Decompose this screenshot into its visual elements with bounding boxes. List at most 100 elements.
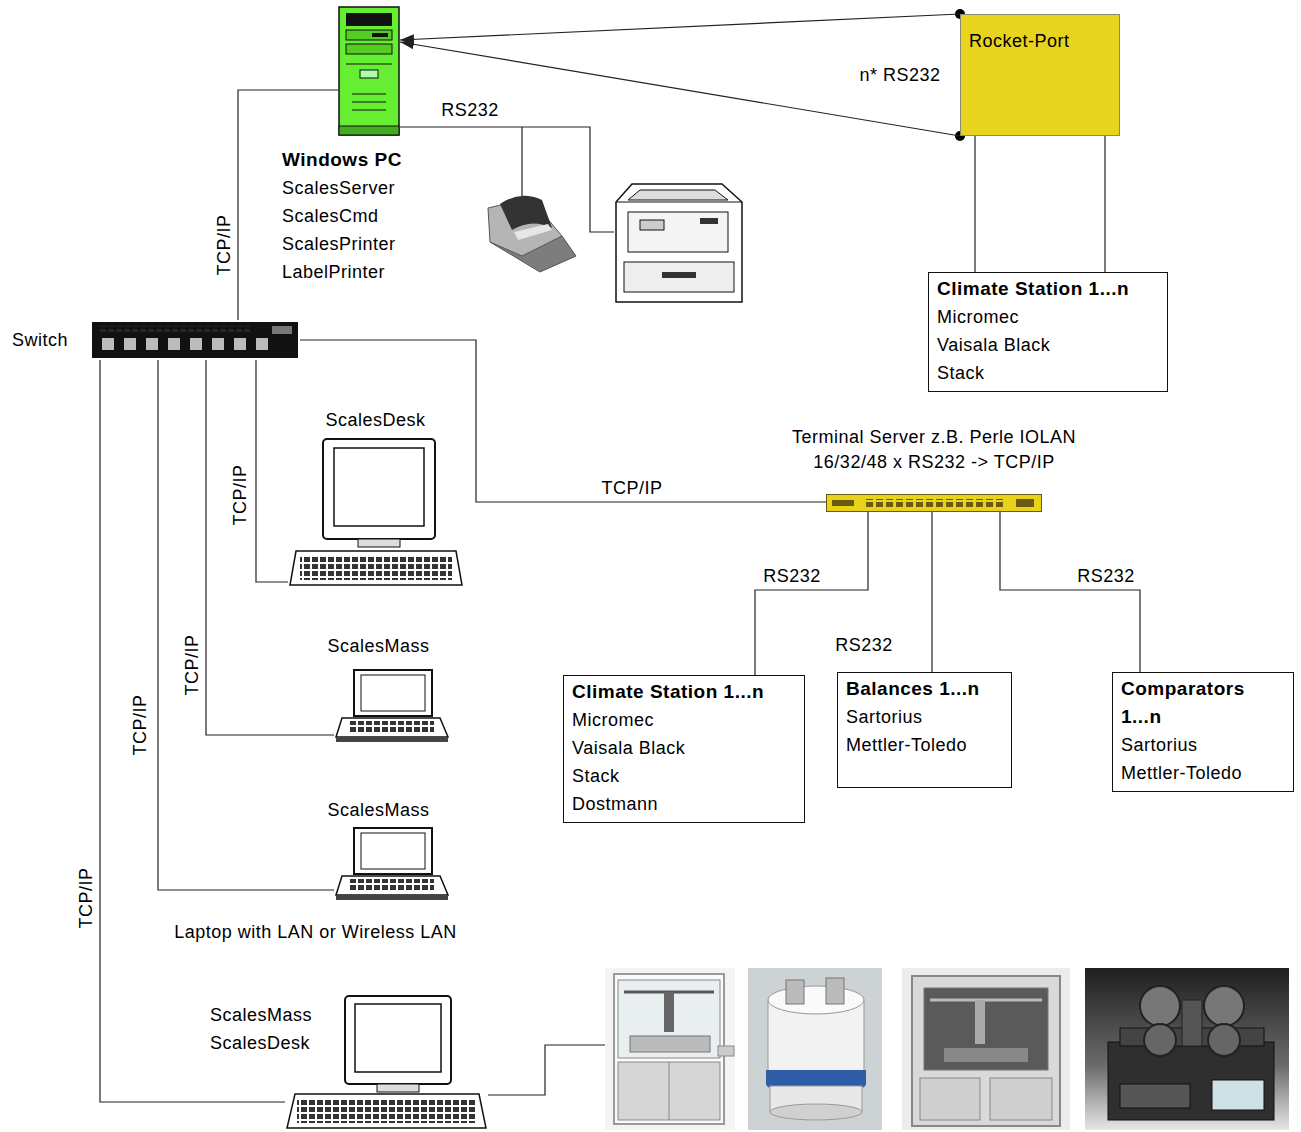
drawing-part [346,13,392,26]
drawing-part [748,968,882,1130]
drawing-part [640,220,664,230]
robot-photo [1085,968,1289,1130]
drawing-part [354,670,432,716]
laptop-caption: Laptop with LAN or Wireless LAN [143,920,488,944]
connector-line [238,90,338,320]
connection-label: TCP/IP [214,212,234,277]
drawing-part [336,895,448,900]
drawing-part [628,190,728,200]
drawing-part [323,439,435,539]
drawing-part [902,968,1070,1130]
drawing-part [912,976,1060,1126]
robot-wire [488,1045,605,1095]
drawing-part [630,1036,710,1052]
drawing-part [352,94,386,95]
drawing-part [345,996,451,1084]
laptop-label: ScalesMass [301,634,456,658]
connection-label: RS232 [761,566,823,586]
drawing-part [718,1046,734,1056]
drawing-part [336,876,448,895]
drawing-part [826,978,844,1004]
network-switch-icon [92,322,298,358]
connector-line [206,360,334,735]
connection-label: RS232 [1075,566,1137,586]
drawing-part [297,1099,477,1123]
box-title: Comparators 1...n [1121,675,1285,731]
drawing-part [628,212,728,252]
drawing-part [832,500,854,506]
pc-software-list: ScalesServer ScalesCmd ScalesPrinter Lab… [282,174,417,286]
drawing-part [355,1004,441,1072]
drawing-part [346,64,392,65]
network-switch: Switch [10,320,300,360]
drawing-part [768,986,864,1014]
vendor-list: Micromec Vaisala Black Stack Dostmann [572,706,692,818]
drawing-part [1016,499,1034,507]
drawing-part [662,272,696,278]
drawing-part [334,448,424,526]
box-title: Climate Station 1...n [937,275,1159,303]
drawing-part [500,196,552,230]
drawing-part [360,70,378,78]
drawing-part [1108,1042,1274,1120]
drawing-part [944,1048,1028,1062]
drawing-part [372,33,388,37]
drawing-part [354,828,432,874]
drawing-part [827,495,1042,512]
laptop-icon [334,664,449,744]
workstation-label: ScalesMass ScalesDesk [210,1001,338,1057]
drawing-part [346,30,392,40]
vendor-list: Sartorius Mettler-Toledo [846,703,991,759]
robot-photo [605,968,735,1130]
desktop-computer-icon [288,438,463,588]
drawing-part [336,718,448,737]
wire-label: RS232 [439,100,501,120]
rocket-port-box: Rocket-Port [960,14,1120,136]
drawing-part [290,551,462,585]
connection-label: TCP/IP [182,632,202,697]
drawing-part [920,1078,980,1120]
drawing-part [990,1078,1052,1120]
connector-line [974,136,975,272]
device-box: Climate Station 1...nMicromec Vaisala Bl… [928,272,1168,392]
drawing-part [358,539,400,547]
laser-printer [616,184,742,302]
drawing-part [190,338,202,350]
drawing-part [1120,1084,1190,1108]
connection-label: RS232 [833,635,895,655]
drawing-part [605,968,735,1130]
drawing-part [616,184,742,302]
drawing-part [339,126,399,135]
drawing-part [212,338,224,350]
device-box: Balances 1...nSartorius Mettler-Toledo [837,672,1012,788]
connection-label: TCP/IP [230,462,250,527]
drawing-part [975,1000,985,1044]
drawing-part [1144,1024,1176,1056]
drawing-part [664,992,674,1032]
pc-tower-icon [338,6,400,136]
device-box: Comparators 1...nSartorius Mettler-Toled… [1112,672,1294,792]
scalesmass-workstation: ScalesMass ScalesDesk [285,995,488,1130]
windows-pc: Windows PCScalesServer ScalesCmd ScalesP… [338,6,400,136]
drawing-part [348,879,434,891]
drawing-part [1212,1080,1264,1110]
drawing-part [300,556,452,580]
device-box: Climate Station 1...nMicromec Vaisala Bl… [563,675,805,823]
robot-photo [902,968,1070,1130]
drawing-part [168,338,180,350]
drawing-part [352,102,386,103]
drawing-part [924,988,1048,1070]
connector-arrow [400,14,960,40]
drawing-part [272,326,292,334]
terminal-server-label: Terminal Server z.B. Perle IOLAN 16/32/4… [769,425,1099,475]
box-title: Balances 1...n [846,675,1003,703]
desktop-computer-icon [285,995,488,1130]
label-printer [488,196,576,272]
connector-line [1104,136,1105,272]
vendor-list: Sartorius Mettler-Toledo [1121,731,1266,787]
drawing-part [234,338,246,350]
connector-line [1000,512,1140,672]
drawing-part [146,338,158,350]
